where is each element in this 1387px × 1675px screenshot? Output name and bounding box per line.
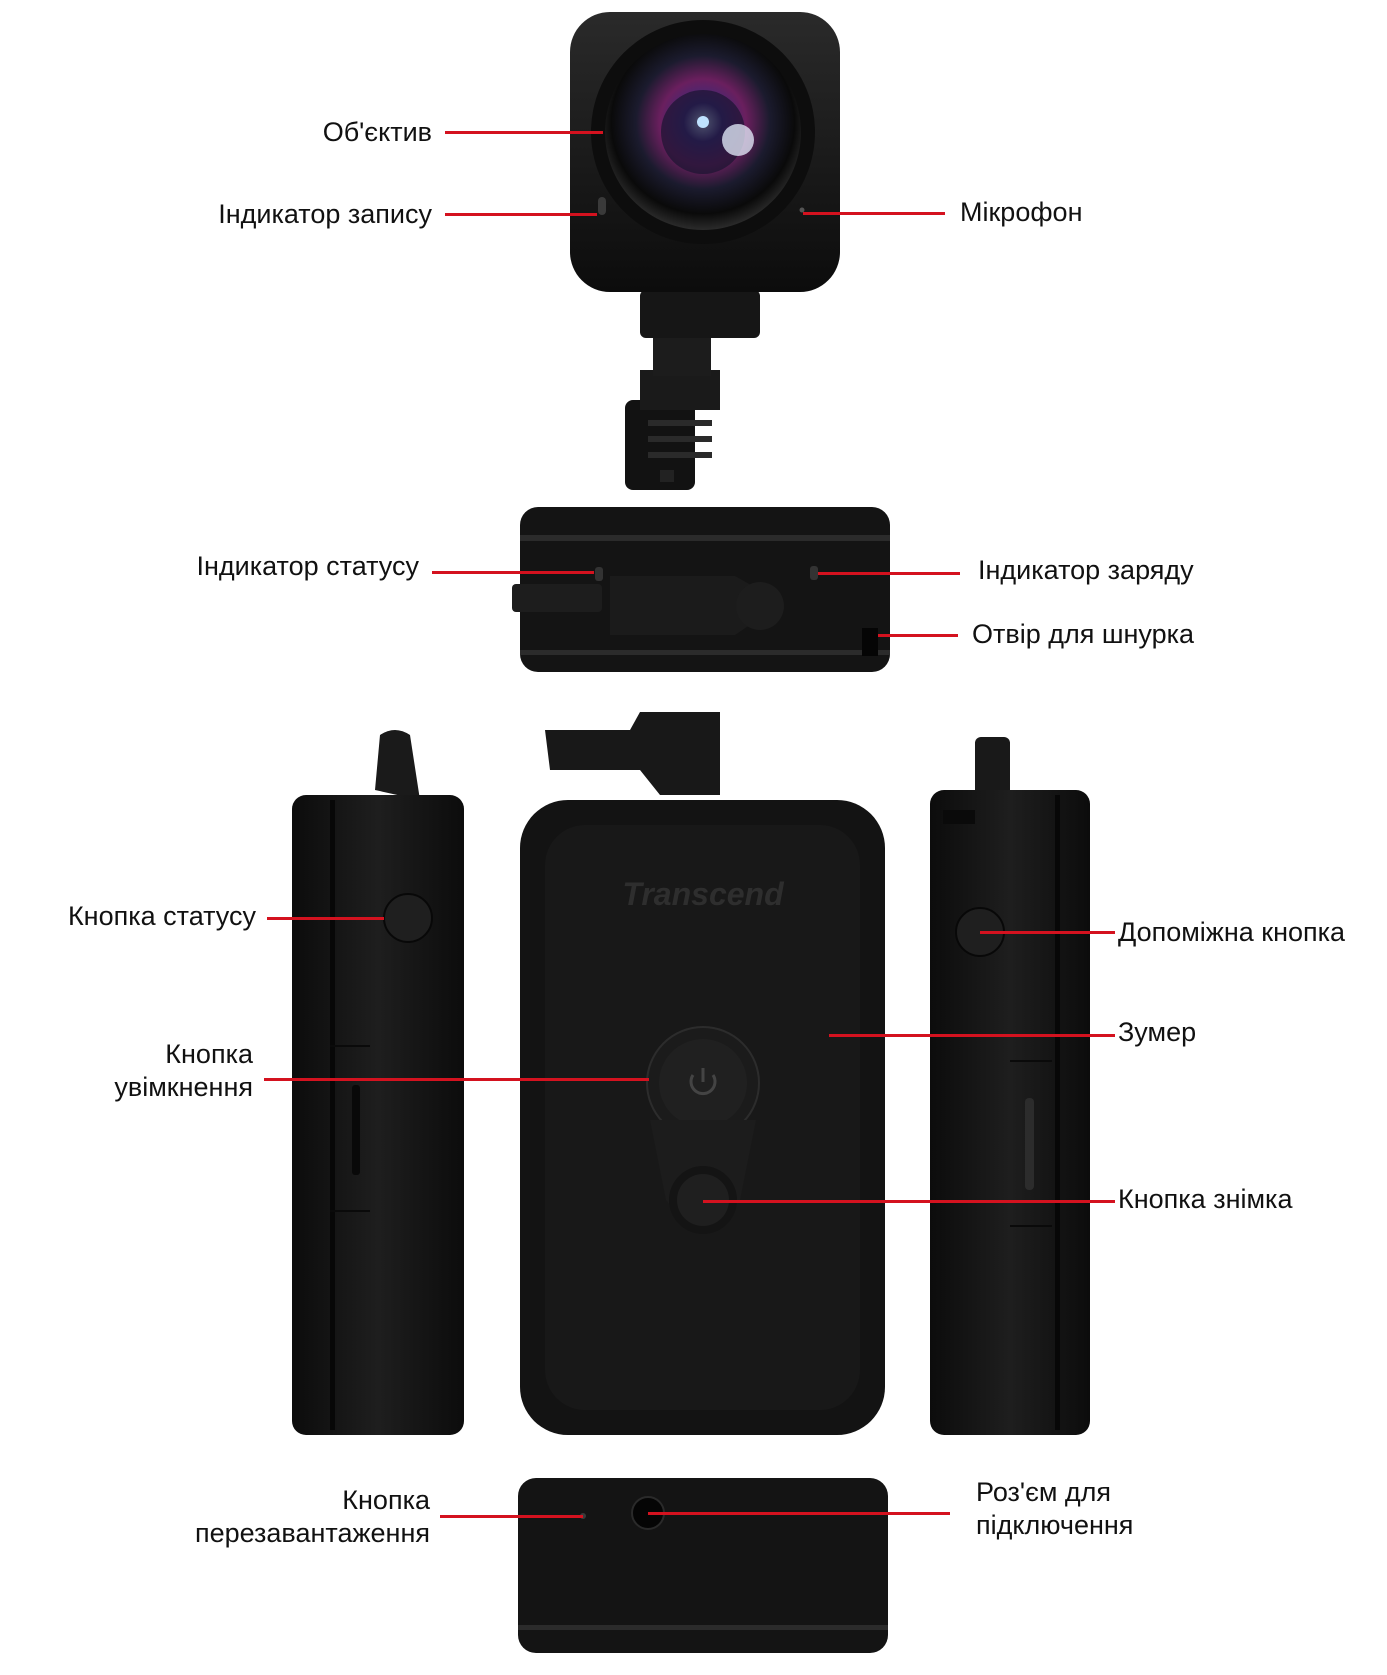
power-button-callout-line <box>264 1078 649 1081</box>
connector-callout-line <box>648 1512 950 1515</box>
right-side-view <box>930 737 1090 1435</box>
connector-label: Роз'єм для підключення <box>976 1476 1133 1542</box>
reset-button-callout-line <box>440 1515 583 1518</box>
status-button-callout-line <box>267 917 384 920</box>
snapshot-button-callout-line <box>703 1200 1115 1203</box>
front-view: Transcend <box>520 712 885 1435</box>
microphone-callout-line <box>803 212 945 215</box>
status-button-label: Кнопка статусу <box>67 901 256 931</box>
top-view <box>512 507 890 672</box>
lanyard-hole-callout-line <box>878 634 958 637</box>
buzzer-label: Зумер <box>1118 1017 1197 1047</box>
microphone-label: Мікрофон <box>960 197 1083 227</box>
status-indicator-callout-line <box>432 571 594 574</box>
buzzer-callout-line <box>829 1034 1115 1037</box>
power-button-label: Кнопка увімкнення <box>114 1038 253 1104</box>
aux-button-callout-line <box>980 931 1115 934</box>
reset-button-label: Кнопка перезавантаження <box>195 1484 430 1550</box>
status-indicator-label: Індикатор статусу <box>196 551 419 581</box>
power-button-label-line1: Кнопка <box>165 1039 253 1069</box>
lanyard-hole-label: Отвір для шнурка <box>972 619 1195 649</box>
left-side-view <box>292 730 464 1435</box>
record-indicator-label: Індикатор запису <box>218 199 432 229</box>
lens-callout-line <box>445 131 603 134</box>
connector-label-line2: підключення <box>976 1510 1134 1540</box>
brand-logo: Transcend <box>622 876 785 912</box>
snapshot-button-label: Кнопка знімка <box>1118 1184 1293 1214</box>
record-indicator-callout-line <box>445 213 597 216</box>
reset-button-label-line2: перезавантаження <box>194 1518 430 1548</box>
power-button-label-line2: увімкнення <box>114 1072 253 1102</box>
charge-indicator-label: Індикатор заряду <box>978 555 1194 585</box>
lens-label: Об'єктив <box>322 117 432 147</box>
aux-button-label: Допоміжна кнопка <box>1118 917 1346 947</box>
connector-label-line1: Роз'єм для <box>976 1477 1112 1507</box>
camera-head <box>570 12 840 490</box>
reset-button-label-line1: Кнопка <box>342 1485 430 1515</box>
charge-indicator-callout-line <box>818 572 960 575</box>
bottom-view <box>518 1478 888 1653</box>
